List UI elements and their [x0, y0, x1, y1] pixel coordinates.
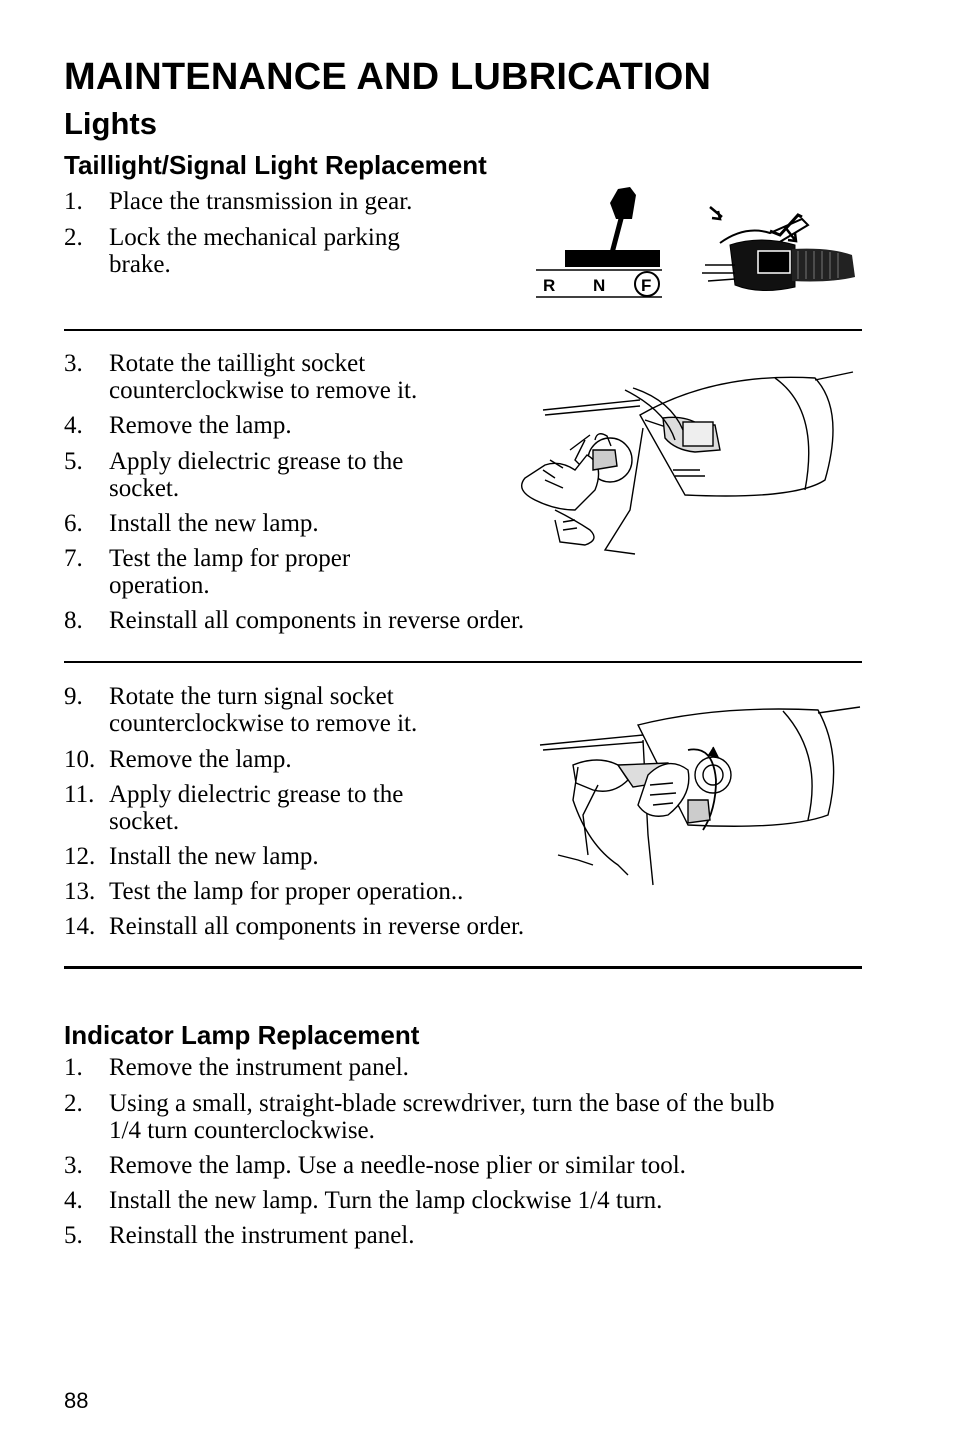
step-text: Reinstall the instrument panel.: [109, 1222, 415, 1249]
shift-lever-icon: [565, 187, 660, 267]
taillight-socket-illustration: [521, 371, 854, 555]
turn-signal-socket-illustration: [539, 706, 861, 886]
step-number: 4.: [64, 412, 83, 439]
step-text: Lock the mechanical parking brake.: [109, 224, 400, 278]
step-text: Remove the lamp.: [109, 412, 292, 439]
step-text: Apply dielectric grease to the socket.: [109, 448, 404, 502]
step-number: 2.: [64, 1090, 83, 1117]
step-number: 2.: [64, 224, 83, 251]
taillight-heading: Taillight/Signal Light Replacement: [64, 150, 487, 180]
step-text: Remove the lamp. Use a needle-nose plier…: [109, 1152, 686, 1179]
gear-label: N: [593, 276, 605, 295]
step-number: 13.: [64, 878, 96, 905]
step-number: 6.: [64, 510, 83, 537]
divider: [64, 329, 862, 331]
divider: [64, 661, 862, 663]
indicator-heading: Indicator Lamp Replacement: [64, 1020, 420, 1050]
brake-lever-icon: [702, 206, 855, 291]
step-text: Test the lamp for proper operation.: [109, 545, 351, 599]
step-text: Rotate the turn signal socket counterclo…: [109, 683, 418, 737]
step-text: Apply dielectric grease to the socket.: [109, 781, 404, 835]
step-number: 1.: [64, 1054, 83, 1081]
gear-label: F: [641, 276, 651, 295]
step-text: Test the lamp for proper operation..: [109, 878, 464, 905]
step-number: 5.: [64, 448, 83, 475]
step-number: 4.: [64, 1187, 83, 1214]
step-number: 10.: [64, 746, 96, 773]
step-text: Install the new lamp.: [109, 510, 319, 537]
step-text: Install the new lamp.: [109, 843, 319, 870]
step-text: Remove the instrument panel.: [109, 1054, 409, 1081]
step-text: Install the new lamp. Turn the lamp cloc…: [109, 1187, 663, 1214]
step-text: Using a small, straight-blade screwdrive…: [109, 1090, 775, 1144]
step-number: 1.: [64, 188, 83, 215]
gear-label: R: [543, 276, 555, 295]
page-title: MAINTENANCE AND LUBRICATION: [64, 56, 712, 98]
section-title: Lights: [64, 106, 157, 141]
step-number: 3.: [64, 350, 83, 377]
step-number: 11.: [64, 781, 95, 808]
page-number: 88: [64, 1388, 89, 1413]
step-text: Place the transmission in gear.: [109, 188, 413, 215]
gear-shift-illustration: R N F: [536, 187, 855, 298]
step-text: Reinstall all components in reverse orde…: [109, 607, 525, 634]
step-number: 5.: [64, 1222, 83, 1249]
step-text: Reinstall all components in reverse orde…: [109, 913, 525, 940]
step-number: 3.: [64, 1152, 83, 1179]
step-number: 14.: [64, 913, 96, 940]
step-number: 9.: [64, 683, 83, 710]
step-number: 7.: [64, 545, 83, 572]
step-number: 8.: [64, 607, 83, 634]
step-number: 12.: [64, 843, 96, 870]
divider: [64, 966, 862, 969]
step-text: Rotate the taillight socket counterclock…: [109, 350, 418, 404]
step-text: Remove the lamp.: [109, 746, 292, 773]
